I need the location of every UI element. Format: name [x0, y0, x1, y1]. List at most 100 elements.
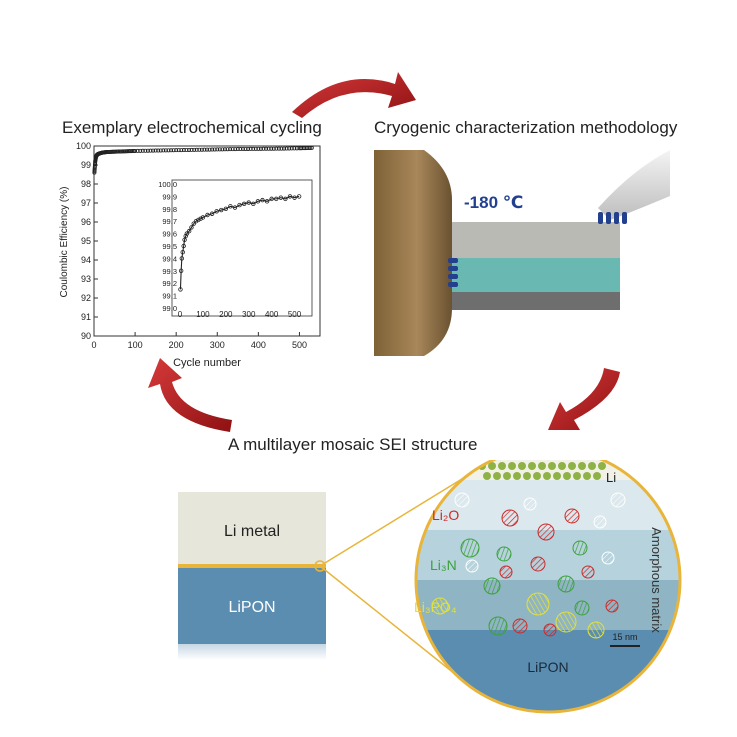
li2o-label: Li₂O	[432, 507, 459, 523]
main-data-point	[251, 146, 256, 151]
main-data-point	[194, 147, 199, 152]
inset-y-tick-label: 99.8	[162, 205, 177, 214]
main-data-point	[145, 148, 150, 153]
cyan-sei-layer	[452, 258, 620, 292]
main-data-point	[202, 147, 207, 152]
li-metal-label: Li metal	[224, 523, 280, 540]
main-data-point	[210, 147, 215, 152]
li3n-label: Li₃N	[430, 557, 457, 573]
main-data-point	[116, 149, 121, 154]
main-data-point	[289, 146, 294, 151]
sample-holder	[374, 150, 452, 356]
main-data-point	[117, 149, 122, 154]
x-tick-label: 400	[251, 340, 266, 350]
x-tick-label: 200	[169, 340, 184, 350]
main-data-point	[130, 149, 135, 154]
main-data-point	[122, 149, 127, 154]
zoom-line-bottom	[319, 565, 471, 687]
main-data-point	[138, 148, 143, 153]
inset-y-tick-label: 99.1	[162, 292, 177, 301]
lipon-block	[178, 568, 326, 644]
main-data-point	[269, 146, 274, 151]
inset-data-point	[186, 228, 192, 234]
cryo-probe	[598, 150, 670, 220]
main-data-point	[266, 146, 271, 151]
main-data-point	[256, 146, 261, 151]
main-data-point	[233, 147, 238, 152]
li-label: Li	[606, 470, 616, 485]
main-data-point	[204, 147, 209, 152]
inset-y-tick-label: 99.2	[162, 279, 177, 288]
main-data-point	[161, 148, 166, 153]
inset-trend-line	[179, 195, 300, 290]
inset-data-point	[191, 221, 196, 226]
x-tick-label: 100	[128, 340, 143, 350]
lipon-block-label: LiPON	[228, 599, 275, 616]
x-axis-label: Cycle number	[173, 357, 241, 369]
main-data-point	[121, 149, 126, 154]
cryo-title: Cryogenic characterization methodology	[374, 118, 678, 137]
y-tick-label: 99	[81, 160, 91, 170]
main-data-point	[112, 149, 117, 154]
y-tick-label: 92	[81, 293, 91, 303]
main-data-point	[248, 146, 253, 151]
main-data-point	[261, 146, 266, 151]
main-data-point	[230, 147, 235, 152]
main-data-point	[215, 147, 220, 152]
main-data-point	[151, 148, 156, 153]
inset-y-tick-label: 99.9	[162, 192, 177, 201]
zoom-line-top	[319, 473, 471, 567]
main-data-point	[135, 148, 140, 153]
main-data-point	[131, 148, 136, 153]
inset-x-tick-label: 100	[196, 310, 210, 319]
gray-top-layer	[452, 222, 620, 258]
main-data-point	[253, 146, 258, 151]
main-data-point	[118, 149, 123, 154]
main-data-point	[148, 148, 153, 153]
main-data-point	[143, 148, 148, 153]
scale-label: 15 nm	[612, 632, 637, 642]
inset-data-point	[184, 231, 190, 236]
main-data-point	[238, 147, 243, 152]
cryo-illustration: -180 ℃	[374, 150, 670, 356]
main-data-point	[308, 145, 313, 150]
main-data-point	[163, 148, 168, 153]
main-data-point	[282, 146, 287, 151]
main-data-point	[199, 147, 204, 152]
sei-title: A multilayer mosaic SEI structure	[228, 435, 478, 454]
temperature-label: -180 ℃	[464, 193, 523, 212]
main-data-point	[235, 147, 240, 152]
inset-x-tick-label: 500	[288, 310, 302, 319]
main-data-point	[169, 148, 174, 153]
main-data-point	[113, 149, 118, 154]
y-tick-label: 93	[81, 274, 91, 284]
main-data-point	[158, 148, 163, 153]
inset-y-tick-label: 99.5	[162, 242, 177, 251]
main-data-point	[287, 146, 292, 151]
main-data-point	[197, 147, 202, 152]
inset-data-point	[200, 215, 206, 220]
main-data-point	[258, 146, 263, 151]
main-data-point	[129, 149, 134, 154]
x-tick-label: 500	[292, 340, 307, 350]
inset-data-point	[198, 216, 203, 221]
main-data-point	[126, 149, 131, 154]
inset-x-tick-label: 200	[219, 310, 233, 319]
main-data-point	[284, 146, 289, 151]
main-data-point	[171, 148, 176, 153]
main-data-point	[222, 147, 227, 152]
inset-x-tick-label: 400	[265, 310, 279, 319]
inset-x-tick-label: 0	[178, 310, 183, 319]
inset-x-tick-label: 300	[242, 310, 256, 319]
main-data-point	[309, 145, 314, 150]
li3po4-label: Li₃PO₄	[414, 599, 457, 615]
li-metal-block	[178, 492, 326, 564]
inset-y-tick-label: 99.3	[162, 267, 177, 276]
coil-right	[598, 212, 627, 224]
main-data-point	[133, 148, 138, 153]
main-data-point	[240, 146, 245, 151]
main-data-point	[156, 148, 161, 153]
main-data-point	[271, 146, 276, 151]
main-data-point	[212, 147, 217, 152]
